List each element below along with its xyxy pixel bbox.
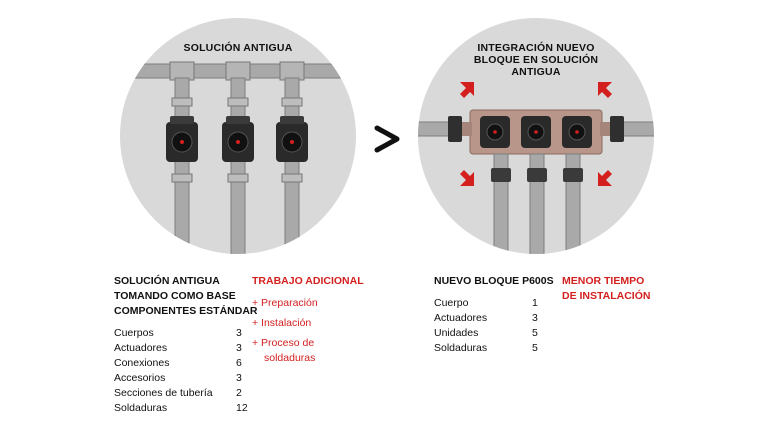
valve-icon [276, 116, 308, 162]
old-solution-illustration: SOLUCIÓN ANTIGUA [120, 18, 356, 254]
extra-work-item: + Proceso de [252, 337, 315, 349]
component-value: 3 [236, 327, 242, 339]
component-row: Secciones de tubería 2 [114, 386, 248, 401]
valve-icon [166, 116, 198, 162]
compress-arrow-icon [598, 82, 612, 98]
old-solution-heading-line: SOLUCIÓN ANTIGUA [114, 275, 220, 287]
new-block-title-line: ANTIGUA [511, 66, 561, 78]
component-value: 5 [532, 327, 538, 339]
component-label: Secciones de tubería [114, 387, 213, 399]
component-label: Actuadores [114, 342, 168, 354]
new-block-title-line: BLOQUE EN SOLUCIÓN [473, 54, 599, 66]
extra-work-item: + Preparación [252, 297, 318, 309]
component-label: Accesorios [114, 372, 166, 384]
compress-arrow-icon [598, 170, 612, 186]
benefit-line: MENOR TIEMPO [562, 275, 645, 287]
component-label: Soldaduras [434, 342, 488, 354]
component-row: Accesorios 3 [114, 371, 248, 386]
component-value: 3 [532, 312, 538, 324]
old-solution-pipework [120, 61, 356, 254]
component-row: Unidades 5 [434, 326, 544, 341]
component-value: 12 [236, 402, 248, 414]
new-block-heading: NUEVO BLOQUE P600S [434, 275, 554, 287]
new-block-title: INTEGRACIÓN NUEVO BLOQUE EN SOLUCIÓN ANT… [462, 42, 610, 78]
component-label: Unidades [434, 327, 479, 339]
component-row: Cuerpo 1 [434, 296, 544, 311]
component-value: 3 [236, 342, 242, 354]
old-solution-heading-line: COMPONENTES ESTÁNDAR [114, 305, 258, 317]
arrow-right-icon [374, 125, 400, 153]
extra-work-item: soldaduras [264, 352, 316, 364]
actuator-icon [480, 116, 510, 148]
component-value: 3 [236, 372, 242, 384]
component-row: Actuadores 3 [434, 311, 544, 326]
actuator-icon [521, 116, 551, 148]
extra-work-list: + Preparación + Instalación + Proceso de… [252, 296, 362, 366]
new-block-pipework [418, 82, 654, 254]
component-value: 6 [236, 357, 242, 369]
benefit-line: DE INSTALACIÓN [562, 290, 651, 302]
component-row: Actuadores 3 [114, 341, 248, 356]
component-label: Actuadores [434, 312, 488, 324]
component-row: Conexiones 6 [114, 356, 248, 371]
compress-arrow-icon [460, 82, 474, 98]
old-solution-heading-line: TOMANDO COMO BASE [114, 290, 236, 302]
new-block-title-line: INTEGRACIÓN NUEVO [477, 42, 595, 54]
extra-work-item: + Instalación [252, 317, 312, 329]
component-label: Cuerpos [114, 327, 154, 339]
old-solution-heading: SOLUCIÓN ANTIGUA TOMANDO COMO BASE COMPO… [114, 274, 258, 319]
benefit-heading: MENOR TIEMPO DE INSTALACIÓN [562, 274, 650, 304]
actuator-icon [562, 116, 592, 148]
new-block-illustration: INTEGRACIÓN NUEVO BLOQUE EN SOLUCIÓN ANT… [418, 18, 654, 254]
component-label: Soldaduras [114, 402, 168, 414]
component-row: Cuerpos 3 [114, 326, 248, 341]
new-block-components: Cuerpo 1 Actuadores 3 Unidades 5 Soldadu… [434, 296, 544, 356]
component-value: 1 [532, 297, 538, 309]
component-value: 2 [236, 387, 242, 399]
component-value: 5 [532, 342, 538, 354]
old-solution-components: Cuerpos 3 Actuadores 3 Conexiones 6 Acce… [114, 326, 248, 416]
extra-work-heading: TRABAJO ADICIONAL [252, 275, 364, 287]
component-label: Cuerpo [434, 297, 469, 309]
component-row: Soldaduras 12 [114, 401, 248, 416]
compress-arrow-icon [460, 170, 474, 186]
valve-icon [222, 116, 254, 162]
component-row: Soldaduras 5 [434, 341, 544, 356]
old-solution-title: SOLUCIÓN ANTIGUA [183, 42, 293, 54]
component-label: Conexiones [114, 357, 170, 369]
